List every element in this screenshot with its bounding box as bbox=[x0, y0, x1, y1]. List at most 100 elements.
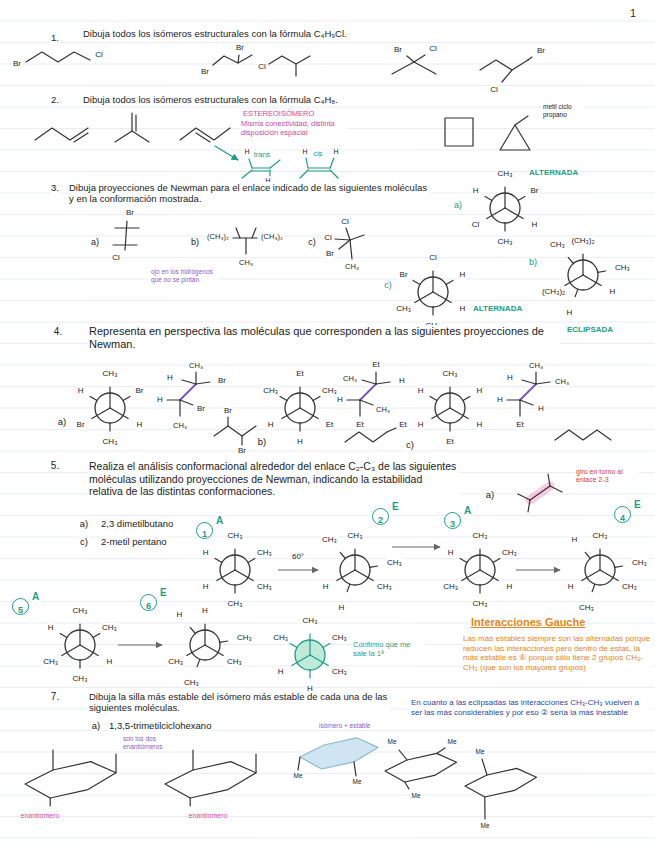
substituent-label: CH₃ bbox=[497, 169, 514, 179]
perspective-bond bbox=[362, 380, 376, 384]
substituent-label: Br bbox=[134, 386, 144, 396]
substituent-label: Et bbox=[445, 437, 455, 447]
label: Cl bbox=[94, 50, 104, 60]
perspective-bond bbox=[182, 380, 196, 384]
label: Br bbox=[325, 249, 335, 259]
chair bbox=[165, 762, 256, 798]
back-bond bbox=[109, 423, 110, 431]
substituent-label: H bbox=[277, 667, 285, 677]
label: a) bbox=[57, 416, 67, 427]
perspective-bond bbox=[347, 399, 360, 400]
notebook-ruling bbox=[0, 20, 655, 848]
substituent-label: CH₃ bbox=[472, 531, 489, 541]
substituent-label: CH₃ bbox=[614, 263, 631, 273]
substituent-label: CH₃ bbox=[331, 667, 348, 677]
bond bbox=[242, 170, 252, 178]
substituent-label: Cl bbox=[428, 253, 438, 263]
rotation-arrows bbox=[118, 547, 560, 645]
rotation-arrow bbox=[516, 569, 560, 570]
perspective-bond bbox=[536, 382, 550, 384]
front-bond bbox=[582, 570, 600, 581]
substituent-label: CH₃ bbox=[256, 548, 273, 558]
back-bond bbox=[370, 566, 378, 567]
substituent-label: (CH₃)₂ bbox=[570, 236, 595, 246]
label: a) bbox=[91, 720, 101, 731]
substituent-label: CH₃ bbox=[497, 237, 514, 247]
substituent-label: CH₃ bbox=[226, 657, 243, 667]
substituent-label: CH₃ bbox=[183, 678, 200, 688]
substituent-label: CH₃ bbox=[262, 386, 279, 396]
front-bond bbox=[450, 408, 468, 419]
isomer-sketches bbox=[215, 146, 338, 178]
substituent-label: Cl bbox=[471, 220, 481, 230]
bond bbox=[52, 750, 53, 770]
back-bond bbox=[585, 552, 590, 558]
label: H bbox=[301, 148, 308, 156]
front-bond bbox=[433, 292, 451, 303]
label: Me bbox=[446, 738, 457, 746]
rotation-arrow bbox=[278, 569, 318, 570]
substituent-label: CH₃ bbox=[549, 240, 566, 250]
label: (CH₃)₂ bbox=[260, 232, 284, 241]
bond bbox=[113, 244, 137, 245]
back-bond bbox=[290, 644, 297, 648]
step-circle: 5A bbox=[12, 598, 29, 615]
text-block: son los dos enantiómeros bbox=[122, 735, 166, 751]
bond bbox=[530, 486, 550, 500]
substituent-label: H bbox=[476, 386, 484, 396]
label: CH₃ bbox=[554, 377, 570, 386]
bond bbox=[308, 167, 330, 168]
rotation-arrow bbox=[118, 644, 162, 645]
label: 1. bbox=[50, 32, 60, 43]
substituent-label: CH₃ bbox=[272, 633, 289, 643]
bond bbox=[437, 748, 445, 753]
bond bbox=[300, 170, 308, 178]
substituent-label: Br bbox=[529, 186, 539, 196]
bond bbox=[354, 762, 356, 776]
substituent-label: CH₃ bbox=[227, 531, 244, 541]
conformation-letter: E bbox=[634, 499, 641, 510]
substituent-label: H bbox=[447, 548, 455, 558]
front-bond bbox=[479, 549, 480, 570]
bond bbox=[387, 428, 396, 432]
perspective-bond bbox=[535, 372, 536, 384]
front-bond bbox=[292, 655, 310, 666]
label: Br bbox=[12, 59, 22, 69]
bond bbox=[405, 782, 409, 789]
front-bond bbox=[599, 549, 600, 570]
bond bbox=[238, 55, 239, 63]
front-bond bbox=[354, 549, 355, 570]
front-bond bbox=[299, 387, 300, 408]
back-bond bbox=[197, 659, 200, 667]
back-bond bbox=[340, 552, 345, 558]
label: Cl bbox=[323, 233, 333, 243]
double-bond bbox=[308, 170, 330, 171]
substituent-label: H bbox=[609, 287, 617, 297]
label: Dibuja todos los isómeros estructurales … bbox=[82, 28, 348, 39]
front-bond bbox=[432, 271, 433, 292]
label: Cl bbox=[257, 62, 267, 72]
double-bond bbox=[135, 115, 136, 131]
back-bond bbox=[220, 641, 228, 642]
back-bond bbox=[430, 397, 437, 401]
skeletal-formula bbox=[345, 432, 387, 442]
perspective-bond bbox=[180, 384, 196, 400]
back-bond bbox=[123, 397, 130, 401]
label: Me bbox=[479, 822, 490, 830]
double-bond bbox=[252, 170, 270, 171]
back-bond bbox=[280, 397, 287, 401]
front-bond bbox=[62, 645, 80, 656]
front-bond bbox=[337, 570, 355, 581]
skeletal-formula bbox=[392, 62, 436, 74]
substituent-label: H bbox=[417, 386, 425, 396]
bond bbox=[518, 494, 530, 500]
skeletal-formula bbox=[213, 55, 252, 65]
text-block: En cuanto a las eclipsadas las interacci… bbox=[410, 698, 652, 717]
conformation-letter: E bbox=[160, 587, 167, 598]
label: 3. bbox=[50, 182, 60, 193]
label: b) bbox=[190, 237, 200, 248]
back-bond bbox=[460, 559, 467, 563]
substituent-label: CH₃ bbox=[442, 582, 459, 592]
substituent-label: CH₃ bbox=[501, 548, 518, 558]
substituent-label: H bbox=[459, 270, 467, 280]
